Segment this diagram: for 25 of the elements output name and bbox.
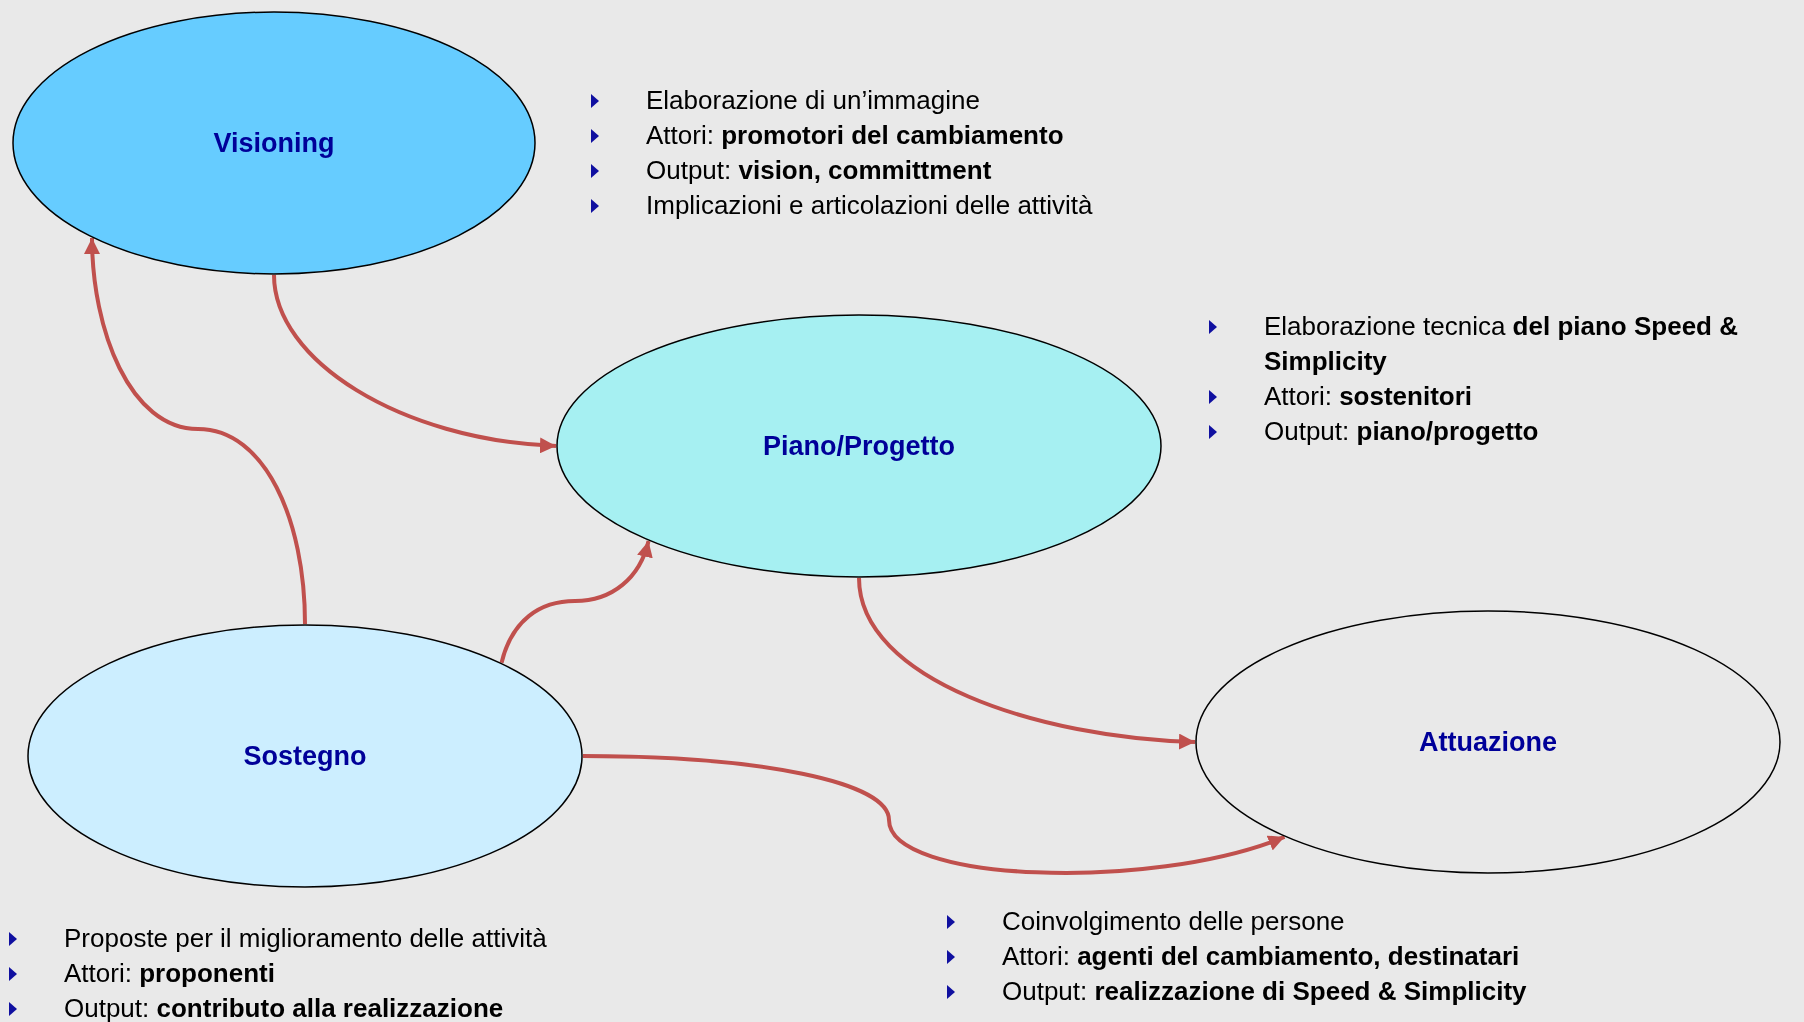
stage-ellipse [12,11,536,275]
node-label: Attuazione [1419,726,1557,758]
node-label: Sostegno [243,740,367,772]
stage-ellipse [27,624,583,888]
arrow [499,540,652,664]
bullet-text: Implicazioni e articolazioni delle attività [646,189,1093,222]
bullet-text: Proposte per il miglioramento delle attività [64,922,547,955]
bullet-text: Attori: agenti del cambiamento, destinatari [1002,940,1520,973]
bullet-text: Output: contributo alla realizzazione [64,992,504,1022]
arrow [582,754,1286,875]
bullet-text: Attori: proponenti [64,957,275,990]
bullet-text: Attori: sostenitori [1264,380,1473,413]
arrow [84,237,307,625]
arrow [857,577,1196,750]
stage-ellipse [1195,610,1781,874]
node-label: Piano/Progetto [763,430,955,462]
arrow [272,274,557,453]
bullet-text: Elaborazione di un’immagine [646,84,980,117]
bullet-text: Output: vision, committment [646,154,992,187]
bullet-text: Output: realizzazione di Speed & Simplicity [1002,975,1527,1008]
bullet-text: Attori: promotori del cambiamento [646,119,1064,152]
stage-ellipse [556,314,1162,578]
bullet-text: Output: piano/progetto [1264,415,1539,448]
node-label: Visioning [213,127,335,159]
bullet-text: Coinvolgimento delle persone [1002,905,1345,938]
